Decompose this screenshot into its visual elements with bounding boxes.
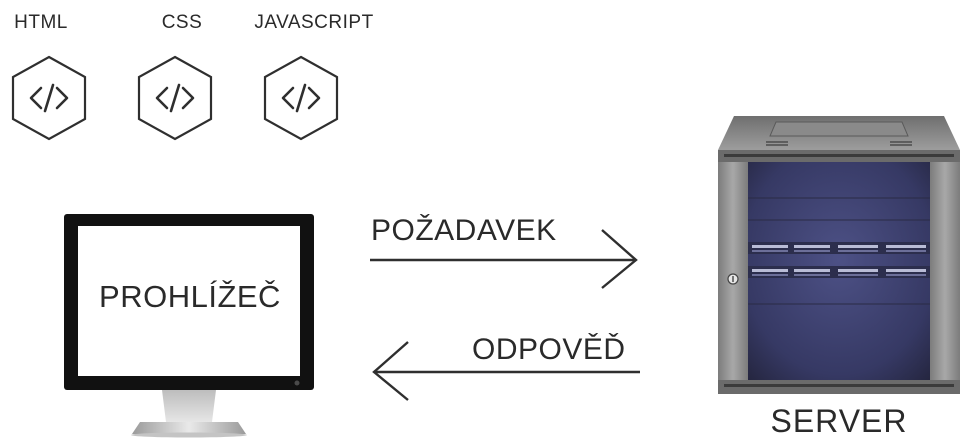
browser-label: PROHLÍŽEČ bbox=[99, 279, 281, 314]
request-label: POŽADAVEK bbox=[371, 214, 557, 247]
tech-label-javascript: JAVASCRIPT bbox=[254, 12, 374, 33]
monitor-icon bbox=[64, 214, 314, 438]
code-hexagon-icon bbox=[263, 55, 339, 141]
code-hexagon-icon bbox=[11, 55, 87, 141]
response-label: ODPOVĚĎ bbox=[472, 333, 626, 366]
server-label: SERVER bbox=[770, 403, 908, 439]
tech-label-html: HTML bbox=[14, 12, 68, 33]
code-hexagon-icon bbox=[137, 55, 213, 141]
server-rack-icon bbox=[718, 116, 960, 394]
response-arrow-icon bbox=[372, 341, 640, 401]
request-arrow-icon bbox=[370, 229, 638, 289]
tech-label-css: CSS bbox=[161, 12, 203, 33]
